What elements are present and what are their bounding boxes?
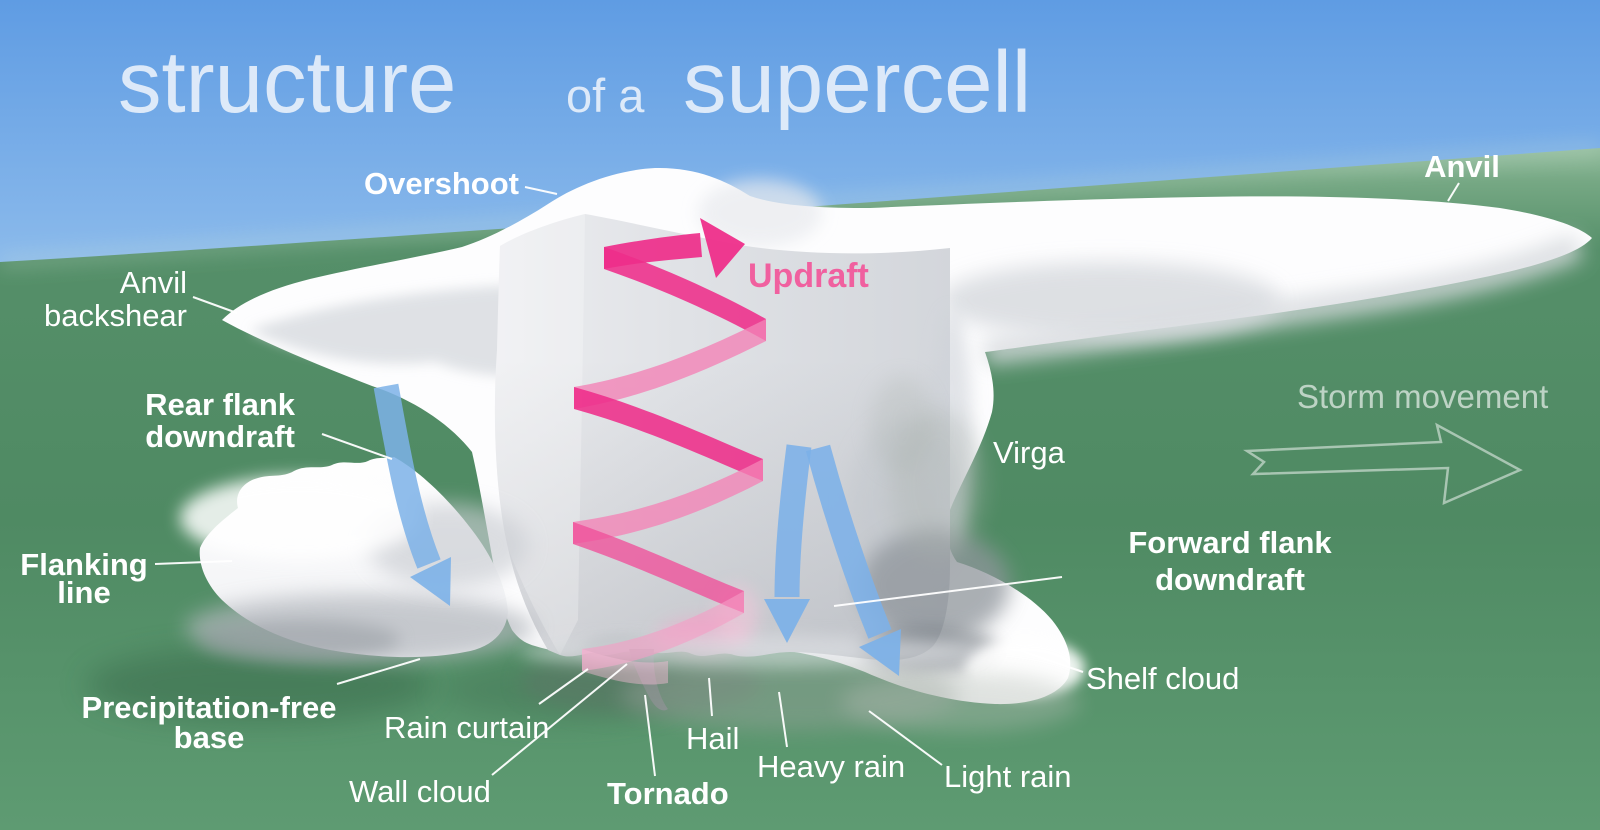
label-anvil: Anvil <box>1424 149 1500 184</box>
rear-flank-downdraft-arrow <box>373 383 441 569</box>
virga-mist-upper <box>870 377 934 473</box>
spiral-band-7 <box>582 591 744 671</box>
spiral-band-2 <box>604 247 766 341</box>
flanking-cloud-dark-shadow <box>200 620 400 660</box>
forward-flank-downdraft-arrow-right <box>805 444 892 639</box>
label-flanking-2: line <box>57 575 110 610</box>
label-storm-movement: Storm movement <box>1297 378 1548 415</box>
spiral-band-4 <box>574 387 763 481</box>
title-of-a: of a <box>566 69 645 122</box>
label-rear-flank-2: downdraft <box>145 419 295 454</box>
leader-lines <box>154 182 1460 777</box>
anvil-backshear-leader-line <box>192 296 238 314</box>
light-rain-mist <box>840 672 1080 732</box>
rear-flank-downdraft-arrowhead-icon <box>410 557 451 606</box>
label-anvil-backshear-2: backshear <box>44 298 187 333</box>
light-rain-leader-line <box>868 710 943 766</box>
spiral-band-3 <box>574 319 766 409</box>
title-structure: structure <box>118 34 456 131</box>
label-forward-flank-2: downdraft <box>1155 562 1305 597</box>
updraft-arrowhead-icon <box>700 218 745 278</box>
forward-flank-downdraft-arrowhead-left-icon <box>764 599 810 643</box>
rain-curtain-leader-line <box>538 668 589 705</box>
forward-flank-leader-line <box>833 576 1063 607</box>
label-shelf-cloud: Shelf cloud <box>1086 661 1239 696</box>
anvil-inner-shading <box>940 262 1280 338</box>
spiral-band-6 <box>573 522 744 613</box>
labels: Overshoot Updraft Anvil Anvil backshear … <box>20 149 1548 811</box>
dome-shading <box>698 179 822 247</box>
label-hail: Hail <box>686 721 739 756</box>
label-precip-free-1: Precipitation-free <box>82 690 337 725</box>
updraft-spiral <box>573 218 766 685</box>
rear-flank-leader-line <box>321 433 393 460</box>
forward-flank-downdraft-arrow-left <box>774 444 812 598</box>
label-overshoot: Overshoot <box>364 166 519 201</box>
label-forward-flank-1: Forward flank <box>1128 525 1332 560</box>
ground-shadow-left <box>85 647 435 723</box>
label-heavy-rain: Heavy rain <box>757 749 905 784</box>
precip-free-base-leader-line <box>336 658 421 685</box>
forward-flank-downdraft-arrowhead-right-icon <box>859 629 901 676</box>
label-updraft: Updraft <box>748 257 869 295</box>
overshoot-leader-line <box>524 186 558 195</box>
flanking-cloud-top-highlight <box>180 476 420 560</box>
spiral-band-5 <box>573 459 763 544</box>
page-title: structure of a supercell <box>118 34 1031 131</box>
right-anvil-underside-shading <box>983 234 1584 365</box>
label-rain-curtain: Rain curtain <box>384 710 549 745</box>
anvil-leader-line <box>1447 182 1460 202</box>
label-wall-cloud: Wall cloud <box>349 774 491 809</box>
storm-movement-arrow-icon <box>1243 422 1523 506</box>
shelf-cloud-leader-line <box>1018 649 1084 673</box>
label-tornado: Tornado <box>607 776 729 811</box>
wall-cloud-leader-line <box>491 663 628 776</box>
hail-leader-line <box>708 677 713 717</box>
label-precip-free-2: base <box>174 720 245 755</box>
heavy-rain-leader-line <box>778 691 788 748</box>
title-supercell: supercell <box>683 34 1031 131</box>
label-anvil-backshear-1: Anvil <box>120 265 187 300</box>
label-light-rain: Light rain <box>944 759 1072 794</box>
downdraft-arrows <box>373 383 901 676</box>
label-rear-flank-1: Rear flank <box>145 387 296 422</box>
shelf-cloud-shadow <box>860 530 1010 640</box>
label-virga: Virga <box>993 435 1066 470</box>
tornado-leader-line <box>644 694 656 777</box>
flanking-line-leader-line <box>154 560 233 565</box>
label-flanking-1: Flanking <box>20 547 147 582</box>
